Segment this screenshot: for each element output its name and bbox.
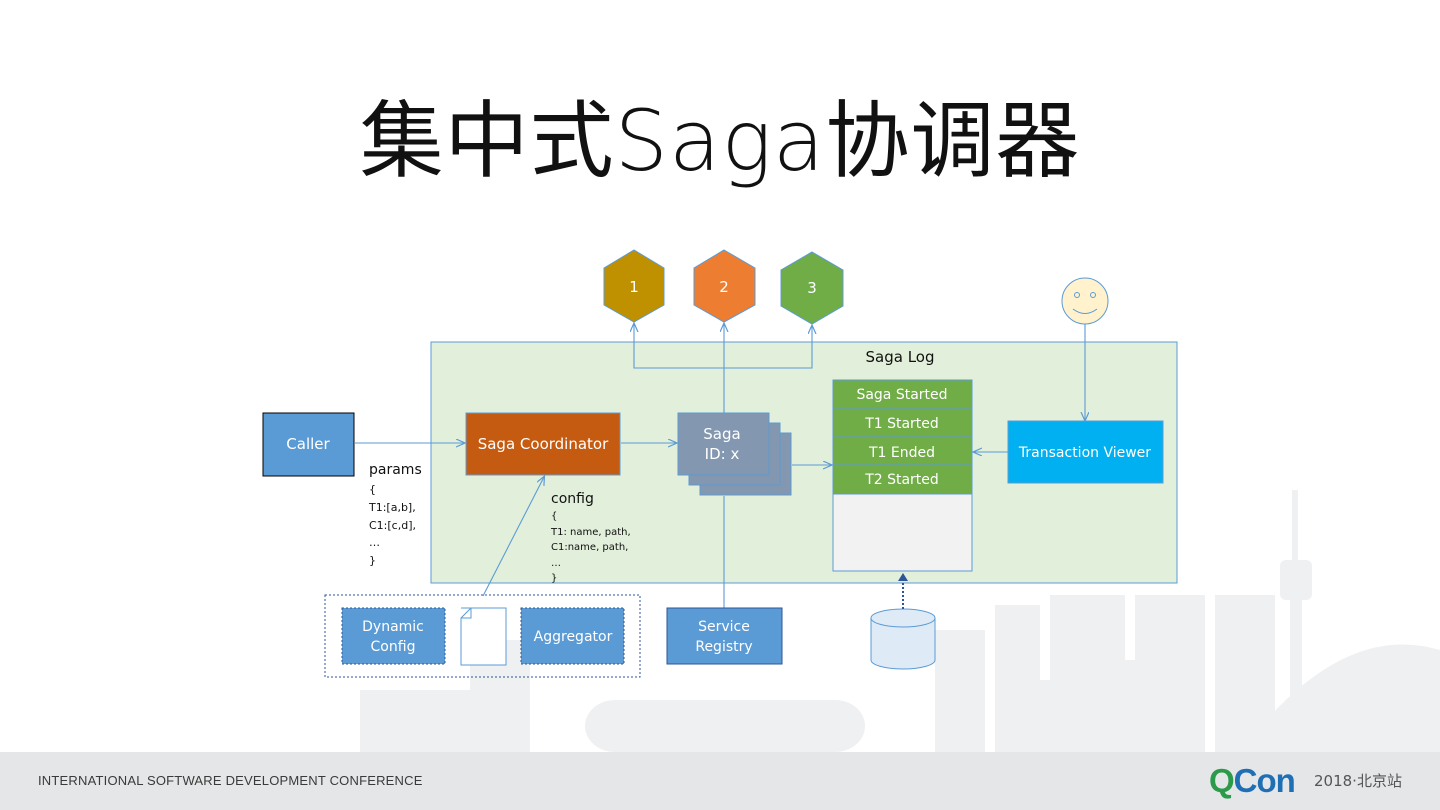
qcon-logo: QCon [1209, 762, 1296, 800]
footer-bar: INTERNATIONAL SOFTWARE DEVELOPMENT CONFE… [0, 752, 1440, 810]
database-icon [870, 573, 936, 670]
params-line: } [369, 554, 376, 567]
service-registry-line2: Registry [695, 639, 752, 655]
hexagon-3: 3 [780, 251, 844, 325]
log-entry: Saga Started [832, 379, 973, 409]
config-heading: config [551, 491, 594, 507]
log-entry: T2 Started [832, 464, 973, 495]
aggregator-label: Aggregator [534, 629, 613, 645]
logo-con: Con [1233, 762, 1296, 799]
service-registry-box: Service Registry [666, 607, 783, 665]
conference-name: INTERNATIONAL SOFTWARE DEVELOPMENT CONFE… [38, 773, 423, 788]
config-line: } [551, 573, 557, 584]
hexagon-1-label: 1 [629, 278, 639, 296]
log-entry: T1 Started [832, 407, 973, 438]
saga-instance-line1: Saga [703, 425, 740, 443]
params-line: { [369, 483, 376, 496]
log-entry: T1 Ended [832, 436, 973, 466]
caller-label: Caller [286, 435, 330, 453]
params-heading: params [369, 462, 422, 478]
user-smiley-icon [1061, 277, 1109, 325]
dynamic-config-box: Dynamic Config [341, 607, 446, 665]
hexagon-2: 2 [693, 249, 756, 323]
config-source-group [324, 594, 641, 678]
caller-box: Caller [262, 412, 355, 477]
log-entry-label: T1 Ended [868, 445, 935, 461]
transaction-viewer-box: Transaction Viewer [1007, 420, 1164, 484]
aggregator-box: Aggregator [520, 607, 625, 665]
document-icon [460, 607, 507, 666]
hexagon-1: 1 [603, 249, 665, 323]
config-block: config { T1: name, path, C1:name, path, … [550, 491, 631, 584]
saga-instance-stack: Saga ID: x [677, 412, 792, 496]
config-line: { [551, 511, 557, 522]
log-entry-label: T2 Started [864, 472, 939, 488]
edition-label: 2018·北京站 [1314, 772, 1402, 790]
hexagon-3-label: 3 [807, 279, 817, 297]
saga-log-label: Saga Log [866, 348, 935, 366]
params-line: C1:[c,d], [369, 519, 416, 532]
log-entry-label: T1 Started [864, 416, 939, 432]
dynamic-config-line1: Dynamic [362, 619, 424, 635]
log-entry-label: Saga Started [856, 387, 947, 403]
saga-coordinator-box: Saga Coordinator [465, 412, 621, 476]
slide-title: 集中式Saga协调器 [359, 92, 1081, 190]
dynamic-config-line2: Config [371, 639, 416, 655]
config-line: C1:name, path, [551, 542, 628, 553]
saga-instance-line2: ID: x [705, 445, 740, 463]
config-line: … [551, 558, 561, 569]
saga-log-table: Saga Started T1 Started T1 Ended T2 Star… [832, 379, 973, 572]
params-line: T1:[a,b], [368, 501, 416, 514]
connectors [355, 324, 1085, 608]
saga-diagram: Saga Log 1 2 3 [262, 249, 1178, 678]
transaction-viewer-label: Transaction Viewer [1018, 445, 1151, 461]
config-line: T1: name, path, [550, 527, 631, 538]
hexagon-2-label: 2 [719, 278, 729, 296]
service-registry-line1: Service [698, 619, 750, 635]
logo-q: Q [1209, 762, 1235, 799]
params-line: … [369, 536, 380, 549]
params-block: params { T1:[a,b], C1:[c,d], … } [368, 462, 422, 567]
saga-coordinator-label: Saga Coordinator [478, 435, 609, 453]
